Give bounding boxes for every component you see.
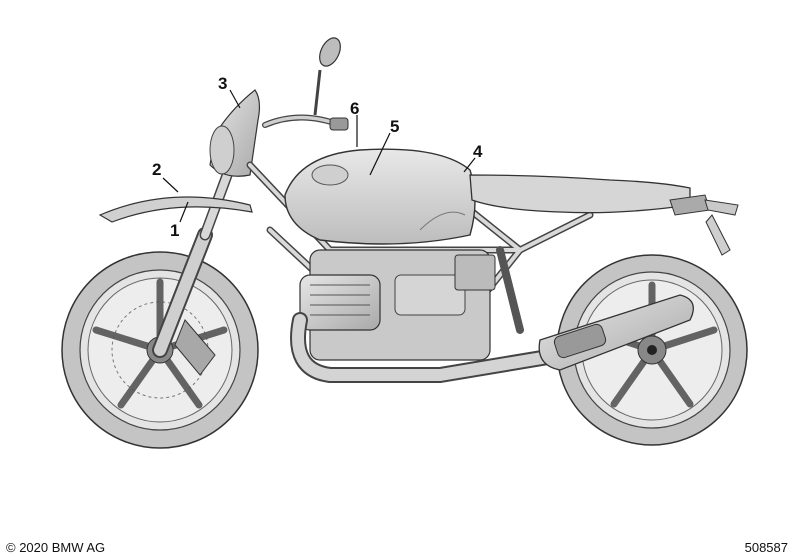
- front-fender: [98, 196, 253, 223]
- callout-6: 6: [350, 99, 360, 118]
- copyright-text: © 2020 BMW AG: [6, 540, 106, 555]
- exhaust: [290, 294, 694, 383]
- image-number: 508587: [744, 540, 788, 555]
- rear-tail: [669, 194, 739, 256]
- callout-2: 2: [152, 160, 162, 179]
- callout-1: 1: [170, 221, 180, 240]
- callout-5: 5: [390, 117, 400, 136]
- handlebar: [262, 37, 349, 131]
- headlight-cowl: [209, 89, 261, 177]
- rear-shock: [496, 246, 524, 334]
- callout-3: 3: [218, 74, 228, 93]
- seat: [469, 174, 691, 214]
- leader-lines: [162, 89, 476, 223]
- engine: [299, 249, 496, 361]
- callout-4: 4: [473, 142, 483, 161]
- fuel-tank: [284, 148, 476, 245]
